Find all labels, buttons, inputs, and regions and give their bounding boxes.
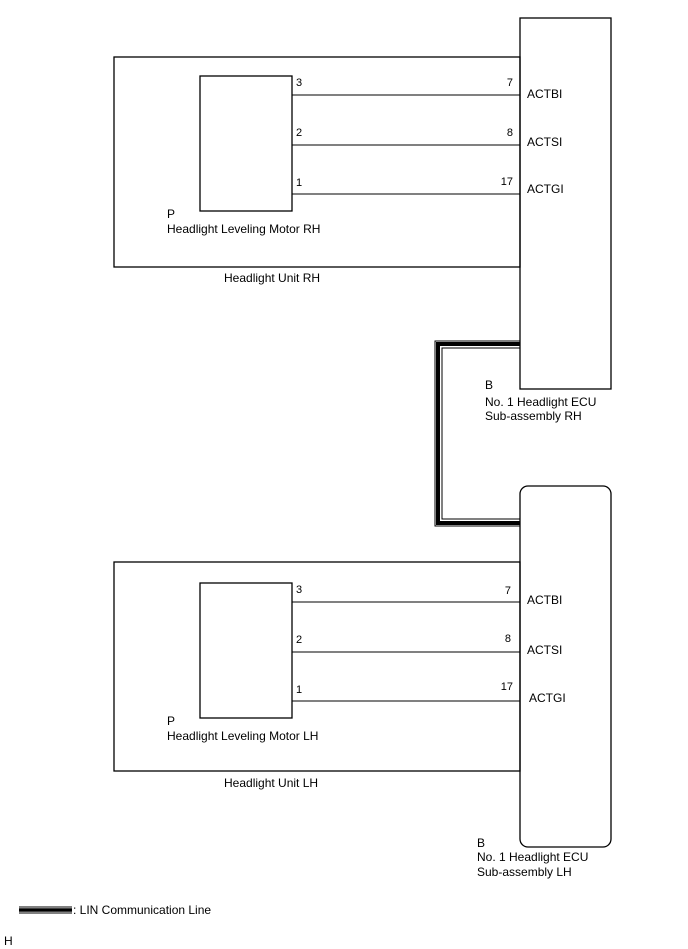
lh-motor-pin-1: 1 [296,684,302,696]
leveling-motor-lh-box [199,582,293,719]
rh-motor-pin-2: 2 [296,127,302,139]
legend-lin-symbol [19,906,72,914]
lh-signal-actbi: ACTBI [527,593,562,607]
lh-ecu-label-line1: No. 1 Headlight ECU [477,850,588,864]
lh-signal-actsi: ACTSI [527,643,562,657]
lh-ecu-pin-17: 17 [501,681,513,693]
lh-motor-pin-2: 2 [296,634,302,646]
lh-ecu-pin-8: 8 [505,633,511,645]
legend-label: : LIN Communication Line [73,903,211,917]
ecu-rh-box [519,17,612,390]
rh-motor-label: Headlight Leveling Motor RH [167,222,320,236]
rh-ecu-pin-8: 8 [507,127,513,139]
lh-motor-connector: P [167,714,175,728]
rh-ecu-pin-7: 7 [507,77,513,89]
lh-ecu-pin-7: 7 [505,585,511,597]
rh-signal-actsi: ACTSI [527,135,562,149]
lin-communication-line [434,340,520,527]
rh-signal-actbi: ACTBI [527,87,562,101]
lh-unit-label: Headlight Unit LH [224,776,318,790]
lh-ecu-label-line2: Sub-assembly LH [477,865,572,879]
rh-motor-connector: P [167,207,175,221]
rh-ecu-label-line1: No. 1 Headlight ECU [485,395,596,409]
rh-signal-actgi: ACTGI [527,182,564,196]
ecu-lh-box [519,485,612,848]
rh-ecu-label-line2: Sub-assembly RH [485,409,582,423]
footer-mark: H [4,934,13,948]
lh-signal-actgi: ACTGI [529,691,566,705]
leveling-motor-rh-box [199,75,293,212]
rh-motor-pin-3: 3 [296,77,302,89]
rh-ecu-connector: B [485,378,493,392]
lh-motor-pin-3: 3 [296,584,302,596]
rh-ecu-pin-17: 17 [501,176,513,188]
rh-motor-pin-1: 1 [296,177,302,189]
lh-motor-label: Headlight Leveling Motor LH [167,729,318,743]
lh-ecu-connector: B [477,836,485,850]
rh-unit-label: Headlight Unit RH [224,271,320,285]
